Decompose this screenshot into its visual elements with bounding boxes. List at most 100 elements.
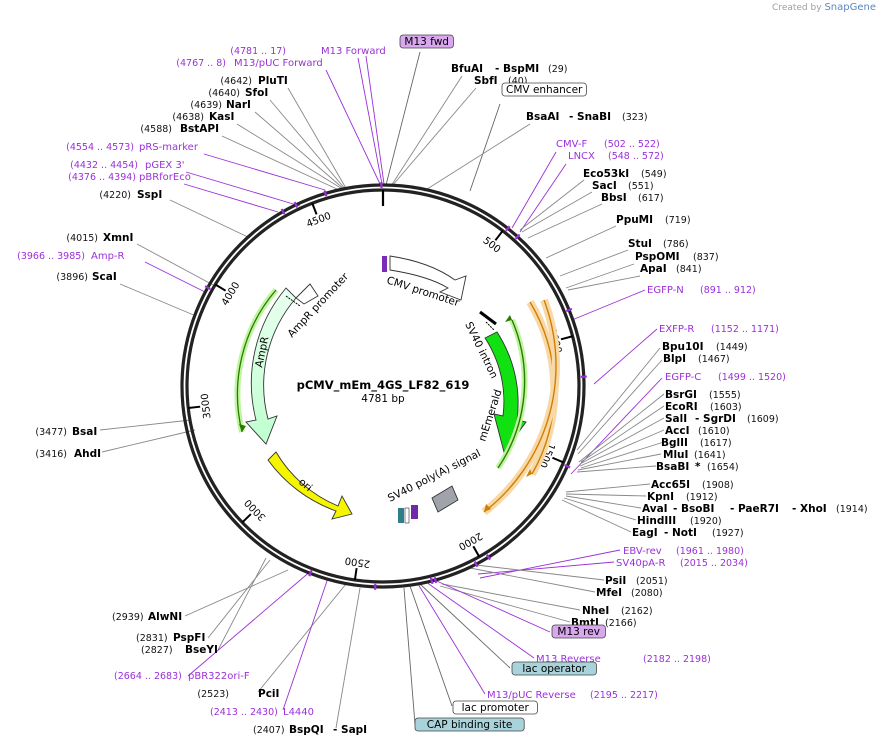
enzyme-label: - SnaBI (569, 111, 611, 123)
primer-label: EGFP-N (647, 285, 684, 296)
tick-label: 3500 (200, 393, 214, 420)
connector-line (99, 419, 192, 431)
connector-line (390, 75, 463, 187)
position-label: (2523) (197, 689, 229, 700)
connector-line (287, 87, 348, 191)
connector-line (144, 261, 206, 293)
enzyme-label: BbsI (601, 192, 627, 204)
position-label: (1603) (710, 402, 742, 413)
position-label: (2413 .. 2430) (210, 707, 278, 718)
enzyme-label: SspI (137, 189, 162, 201)
enzyme-label: EagI (632, 527, 658, 539)
connector-line (169, 199, 251, 239)
orf-arc-2-line (483, 299, 557, 513)
connector-line (101, 429, 196, 453)
position-label: (4376 .. 4394) (68, 172, 136, 183)
connector-line (479, 549, 621, 579)
connector-line (419, 583, 511, 669)
connector-line (357, 57, 383, 185)
connector-line (217, 557, 267, 651)
position-label: (1908) (702, 480, 734, 491)
connector-line (576, 347, 661, 451)
cmv-enhancer-end-mark (382, 256, 387, 272)
connector-line (565, 263, 635, 289)
position-label: (3477) (35, 427, 67, 438)
position-label: (3966 .. 3985) (17, 251, 85, 262)
primer-label: CMV-F (556, 139, 587, 150)
enzyme-label: - BsoBI (673, 503, 714, 515)
position-label: (1927) (712, 528, 744, 539)
position-label: (4767 .. 8) (176, 58, 226, 69)
feature-ampR[interactable]: AmpR (245, 287, 297, 445)
connector-line (571, 289, 646, 321)
primer-mark (485, 553, 492, 561)
connector-line (579, 417, 665, 465)
feature-box-text: CMV enhancer (506, 84, 583, 96)
tick-mark (353, 567, 358, 581)
position-label: (1920) (690, 516, 722, 527)
primer-mark (293, 201, 299, 209)
enzyme-label: SfoI (245, 87, 268, 99)
feature-box-text: lac operator (522, 663, 586, 675)
tick-label: 4000 (220, 280, 243, 307)
feature-box-text: M13 fwd (404, 36, 449, 48)
feature-ampR-promoter[interactable]: AmpR promoter (285, 270, 351, 340)
enzyme-label: - NotI (664, 527, 697, 539)
position-label: (1499 .. 1520) (718, 372, 786, 383)
position-label: (549) (641, 169, 667, 180)
enzyme-label: MluI (663, 449, 688, 461)
primer-label: EBV-rev (623, 546, 662, 557)
position-label: (891 .. 912) (700, 285, 756, 296)
primer-label: pBR322ori-F (188, 671, 250, 682)
feature-ori[interactable]: ori (267, 451, 353, 520)
primer-label: SV40pA-R (616, 558, 665, 569)
connector-line (417, 583, 486, 695)
enzyme-label: AvaI (642, 503, 668, 515)
enzyme-label: SbfI (474, 75, 498, 87)
connector-line (385, 51, 421, 186)
enzyme-label: * (695, 461, 701, 473)
enzyme-label: Acc65I (651, 479, 690, 491)
primer-label: M13 Reverse (536, 654, 601, 665)
connector-line (565, 493, 647, 497)
feature-box-label (551, 624, 606, 639)
connector-line (580, 441, 665, 469)
feature-box-text: CAP binding site (427, 719, 513, 731)
position-label: (1449) (716, 342, 748, 353)
connector-line (578, 393, 665, 463)
tick-mark (241, 513, 252, 524)
connector-line (187, 569, 313, 677)
position-label: (2195 .. 2217) (590, 690, 658, 701)
connector-line (365, 55, 385, 185)
position-label: (4638) (172, 112, 204, 123)
position-label: (3896) (56, 272, 88, 283)
lac-region-marks (398, 505, 418, 524)
tick-label: 2500 (344, 554, 371, 569)
position-label: (548 .. 572) (608, 151, 664, 162)
position-label: (1961 .. 1980) (676, 546, 744, 557)
connector-line (580, 405, 665, 463)
feature-cmv-promoter[interactable]: CMV promoter (385, 255, 467, 309)
connector-line (563, 497, 637, 521)
position-label: (1912) (686, 492, 718, 503)
position-label: (2939) (112, 612, 144, 623)
plasmid-length: 4781 bp (361, 393, 405, 405)
feature-sv40-polyA[interactable]: SV40 poly(A) signal (386, 447, 483, 513)
enzyme-label: BsaAI (526, 111, 559, 123)
connector-line (185, 171, 301, 207)
enzyme-label: - PaeR7I (730, 503, 779, 515)
plasmid-name: pCMV_mEm_4GS_LF82_619 (297, 378, 470, 393)
connector-line (183, 183, 279, 213)
enzyme-label: AhdI (74, 448, 101, 460)
primer-mark (565, 307, 573, 313)
connector-line (403, 587, 416, 725)
position-label: (786) (663, 239, 689, 250)
primer-label: pRS-marker (139, 142, 199, 153)
enzyme-label: StuI (628, 238, 652, 250)
connector-line (441, 583, 581, 611)
connector-line (221, 135, 340, 191)
tick-mark (560, 335, 573, 341)
tick-label: 2000 (456, 530, 484, 552)
enzyme-label: BsrGI (665, 389, 697, 401)
